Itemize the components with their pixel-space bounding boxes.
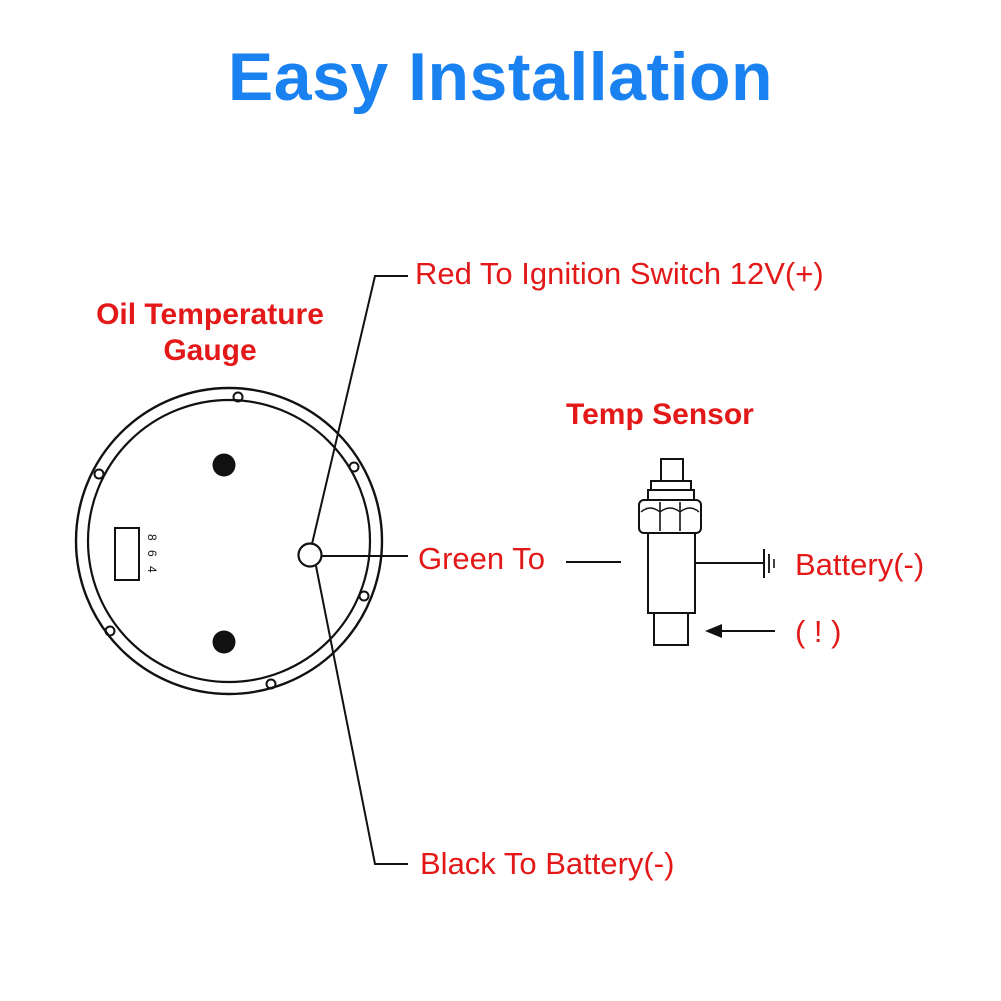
- warning-arrow-head: [705, 624, 722, 638]
- gauge-rim-hole: [232, 391, 244, 403]
- gauge-label-line1: Oil Temperature: [96, 298, 324, 331]
- gauge-mount-stud-bottom: [212, 630, 236, 654]
- black-wire-label: Black To Battery(-): [420, 846, 675, 881]
- gauge-rim-hole: [93, 468, 105, 480]
- sensor-top-nut: [660, 458, 684, 482]
- sensor-cap: [650, 480, 692, 491]
- gauge-inner-ring: [86, 398, 372, 684]
- gauge-rim-hole: [348, 461, 360, 473]
- gauge-outer-ring: [74, 386, 384, 696]
- sensor-label: Temp Sensor: [566, 398, 754, 431]
- page-title: Easy Installation: [227, 39, 774, 115]
- gauge-connector: [114, 527, 140, 581]
- gauge-rim-hole: [265, 678, 277, 690]
- gauge-label-line2: Gauge: [163, 334, 257, 367]
- gauge-center-terminal: [297, 542, 323, 568]
- sensor-hex-nut: [638, 499, 702, 534]
- red-wire-line: [311, 275, 408, 545]
- gauge-rim-hole: [358, 590, 370, 602]
- green-wire-label: Green To: [418, 541, 545, 576]
- sensor-body: [647, 532, 696, 614]
- gauge-pin-numbers: 8 6 4: [145, 534, 159, 576]
- sensor-probe: [653, 612, 689, 646]
- gauge-label: Oil Temperature Gauge: [60, 298, 360, 368]
- red-wire-label: Red To Ignition Switch 12V(+): [415, 256, 824, 291]
- gauge-rim-hole: [104, 625, 116, 637]
- sensor-ground-label: Battery(-): [795, 547, 925, 582]
- black-wire-line: [315, 565, 408, 865]
- sensor-warning-label: ( ! ): [795, 614, 842, 649]
- gauge-mount-stud-top: [212, 453, 236, 477]
- sensor-washer: [647, 489, 695, 501]
